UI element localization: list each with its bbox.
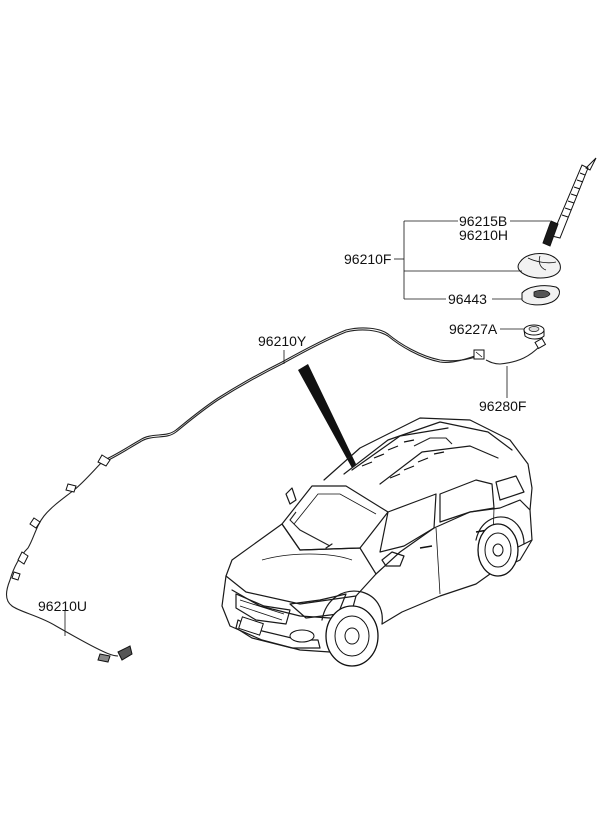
label-96210Y: 96210Y: [258, 333, 307, 349]
antenna-nut: [523, 324, 545, 340]
label-96227A: 96227A: [449, 321, 498, 337]
label-96210H: 96210H: [459, 227, 508, 243]
label-96215B: 96215B: [459, 213, 507, 229]
vehicle-illustration: [221, 417, 533, 667]
label-96210F: 96210F: [344, 251, 391, 267]
antenna-gasket: [521, 285, 560, 306]
antenna-base: [517, 253, 561, 279]
antenna-mast: [542, 157, 597, 247]
cable-96210Y: [103, 327, 485, 463]
label-96443: 96443: [448, 291, 487, 307]
leader-lines: [64, 220, 550, 636]
label-96280F: 96280F: [479, 398, 526, 414]
label-96210U: 96210U: [38, 598, 87, 614]
pointer-arrow: [298, 364, 356, 468]
part-labels: 96215B 96210H 96210F 96443 96227A 96210Y…: [38, 213, 526, 614]
cable-96280F: [485, 337, 547, 365]
cable-96210U: [5, 454, 133, 663]
